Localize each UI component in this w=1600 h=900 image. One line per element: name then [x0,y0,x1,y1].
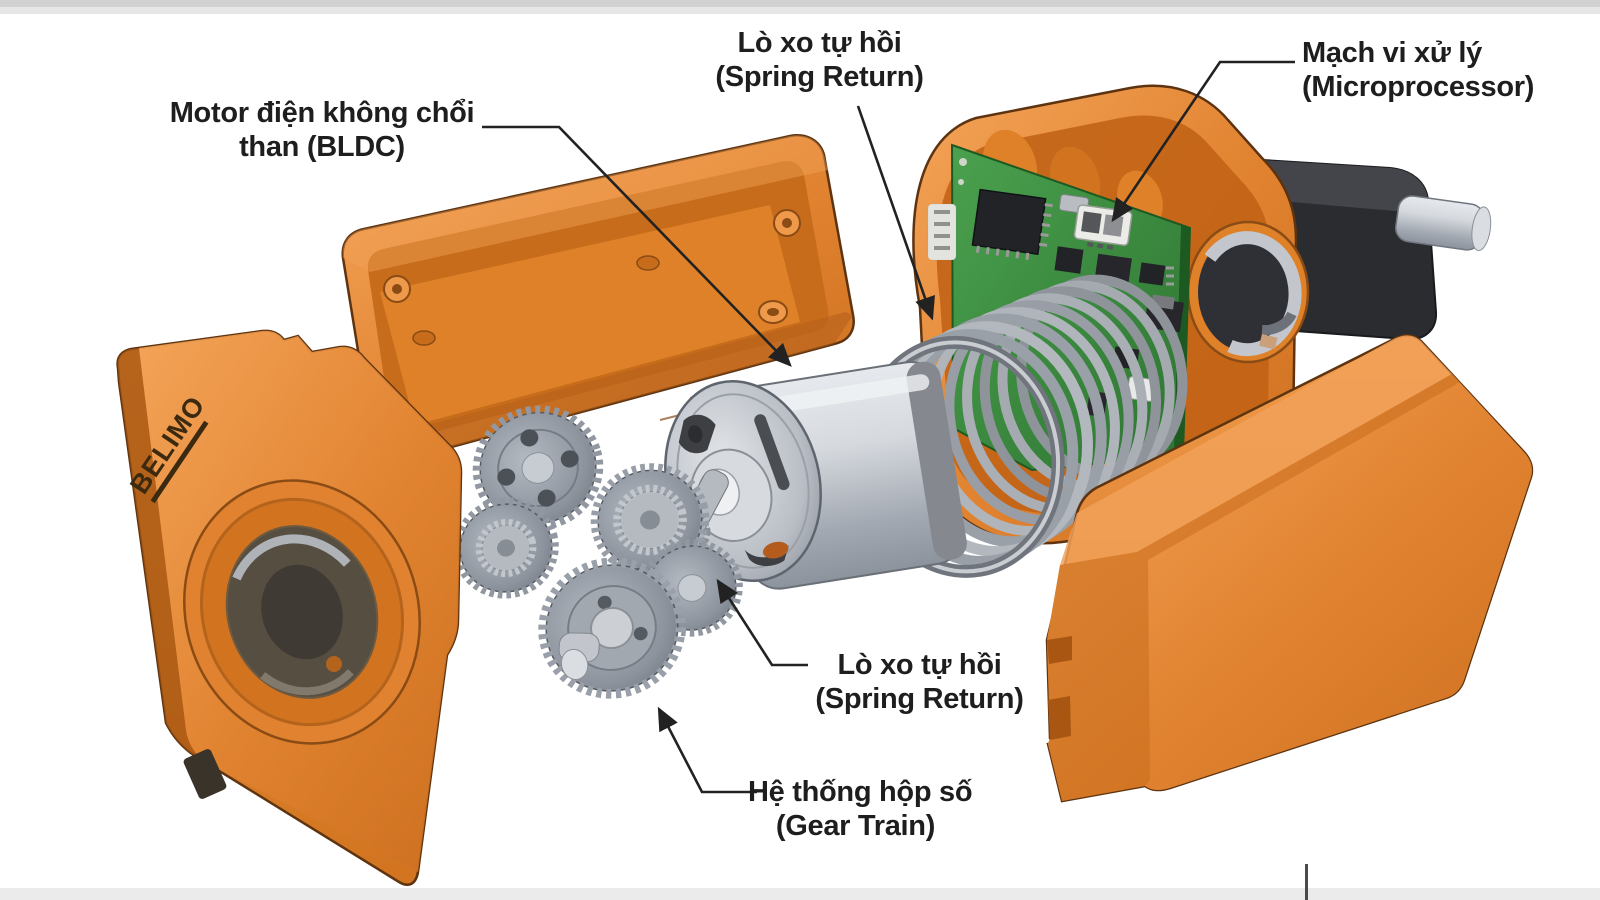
leader-spring-mid [716,578,808,667]
label-gear-train-line2: (Gear Train) [775,810,936,842]
label-spring-mid-line2: (Spring Return) [815,683,1024,715]
label-spring-mid-line1: Lò xo tự hồi [837,649,1002,681]
gear-left-pinion [453,497,559,599]
bottom-border-band [0,888,1600,900]
left-cover-ring [183,479,421,745]
rear-housing-shell [912,84,1492,545]
gear-cluster-mid [590,463,710,577]
gear-train [453,405,743,699]
leader-bldc [482,125,792,367]
output-shaft [1394,195,1492,252]
leader-gear-train [657,706,757,794]
leader-lines [482,60,1295,794]
right-cover [1045,334,1534,803]
label-microprocessor-line1: Mạch vi xử lý [1302,37,1482,69]
gear-spoked [472,405,604,531]
label-gear-train: Hệ thống hộp số (Gear Train) [748,775,973,843]
white-connector [1073,204,1133,250]
label-microprocessor: Mạch vi xử lý (Microprocessor) [1302,36,1592,104]
label-bldc-line2: than (BLDC) [239,131,405,163]
label-spring-top-line1: Lò xo tự hồi [737,27,902,59]
top-border-band [0,0,1600,7]
label-bldc-motor: Motor điện không chổi than (BLDC) [162,96,482,164]
gear-front-big [538,557,686,699]
label-spring-top-line2: (Spring Return) [715,61,924,93]
label-microprocessor-line2: (Microprocessor) [1302,71,1535,103]
label-bldc-line1: Motor điện không chổi [169,97,475,129]
label-gear-train-line1: Hệ thống hộp số [748,776,973,808]
left-cover: BELIMO [116,329,463,886]
qfp-chip [971,188,1053,260]
label-spring-return-mid: Lò xo tự hồi (Spring Return) [812,648,1027,716]
housing-tray [341,134,855,463]
bearing-opening [1186,220,1310,364]
cover-port [183,749,227,799]
leader-microprocessor [1111,60,1295,223]
leader-spring-top [856,105,935,321]
top-border-band-light [0,7,1600,14]
bottom-right-tick [1305,864,1308,900]
label-spring-return-top: Lò xo tự hồi (Spring Return) [712,26,927,94]
